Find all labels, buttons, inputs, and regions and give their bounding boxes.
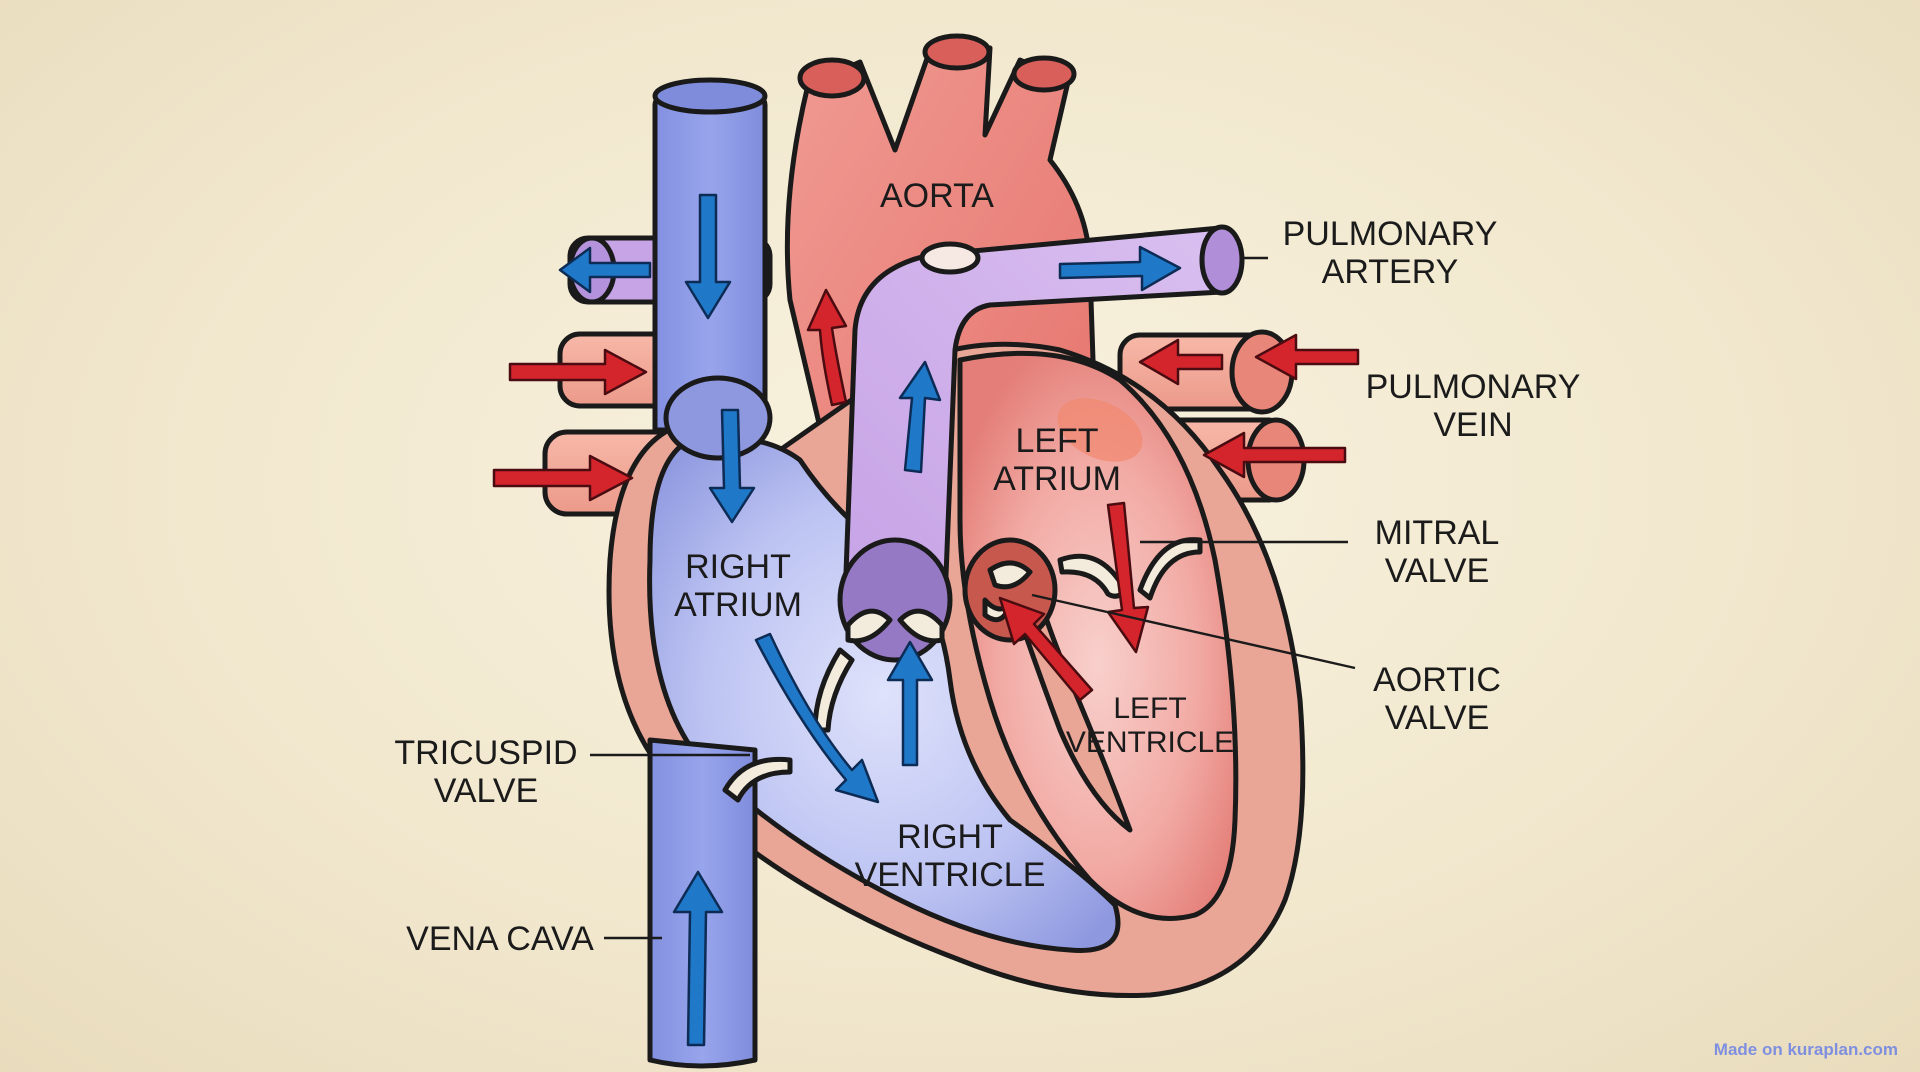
arrow-right-vein-lower [1202, 431, 1347, 479]
label-left-ventricle-line1: LEFT [1113, 692, 1186, 725]
arrow-svc-down [684, 193, 732, 320]
pulmonary-valve-cusps [845, 608, 945, 644]
label-right-ventricle-line1: RIGHT [897, 818, 1003, 856]
sinoatrial-node [1057, 398, 1143, 462]
arrow-pa-right [1058, 245, 1182, 292]
label-vena-cava: VENA CAVA [406, 920, 594, 958]
label-right-atrium-line2: ATRIUM [674, 586, 802, 624]
valves [722, 537, 1203, 803]
arrow-right-vein-inner [1138, 338, 1224, 386]
arrow-pulmonary-left [558, 246, 652, 294]
aorta-branch-opening-2 [922, 33, 992, 71]
label-aortic-valve-line1: AORTIC [1373, 661, 1501, 699]
vena-cava-junction [663, 375, 773, 461]
arrow-pa-up [898, 360, 942, 474]
mitral-valve-leaflets [1057, 537, 1203, 601]
arrow-left-vein-upper [508, 348, 648, 396]
tricuspid-valve-leaflet [722, 756, 793, 803]
arrow-aorta-up [806, 288, 848, 407]
label-left-atrium-line1: LEFT [1015, 422, 1098, 460]
leader-lines [590, 256, 1356, 940]
leader-aortic-valve [1031, 593, 1356, 670]
arrow-ra-to-rv [754, 632, 880, 804]
deoxygenated-flow-arrows [558, 193, 1182, 1047]
labels: AORTA PULMONARY ARTERY PULMONARY VEIN LE… [394, 177, 1580, 958]
label-pulmonary-vein-line1: PULMONARY [1366, 368, 1581, 406]
aorta-branch-opening-1 [797, 57, 867, 99]
arrow-ra-down [708, 408, 756, 524]
arrow-left-vein-lower [492, 454, 634, 502]
arrow-rv-up [886, 640, 934, 767]
label-pulmonary-vein-line2: VEIN [1433, 406, 1512, 444]
aortic-arch-highlight [919, 241, 981, 275]
label-aortic-valve-line2: VALVE [1385, 699, 1490, 737]
pulmonary-artery-opening [1199, 224, 1245, 296]
superior-vena-cava-opening [652, 77, 768, 115]
label-mitral-valve-line1: MITRAL [1375, 514, 1500, 552]
left-heart-chambers [957, 350, 1239, 921]
label-right-atrium-line1: RIGHT [685, 548, 791, 586]
label-tricuspid-valve-line1: TRICUSPID [394, 734, 577, 772]
label-aorta: AORTA [880, 177, 994, 215]
label-tricuspid-valve-line2: VALVE [434, 772, 539, 810]
arrow-ivc-up [672, 870, 724, 1047]
pulmonary-artery [842, 224, 1245, 603]
aorta-branch-opening-3 [1011, 55, 1077, 93]
arrow-lv-to-aortic-valve [998, 596, 1094, 702]
label-mitral-valve-line2: VALVE [1385, 552, 1490, 590]
label-left-atrium-line2: ATRIUM [993, 460, 1121, 498]
label-left-ventricle-line2: VENTRICLE [1066, 726, 1234, 759]
label-right-ventricle-line2: VENTRICLE [855, 856, 1046, 894]
credit-text: Made on kuraplan.com [1713, 1040, 1898, 1059]
label-pulmonary-artery-line1: PULMONARY [1283, 215, 1498, 253]
arrow-right-vein-outer [1254, 333, 1360, 381]
heart-body [606, 341, 1306, 999]
label-pulmonary-artery-line2: ARTERY [1322, 253, 1459, 291]
